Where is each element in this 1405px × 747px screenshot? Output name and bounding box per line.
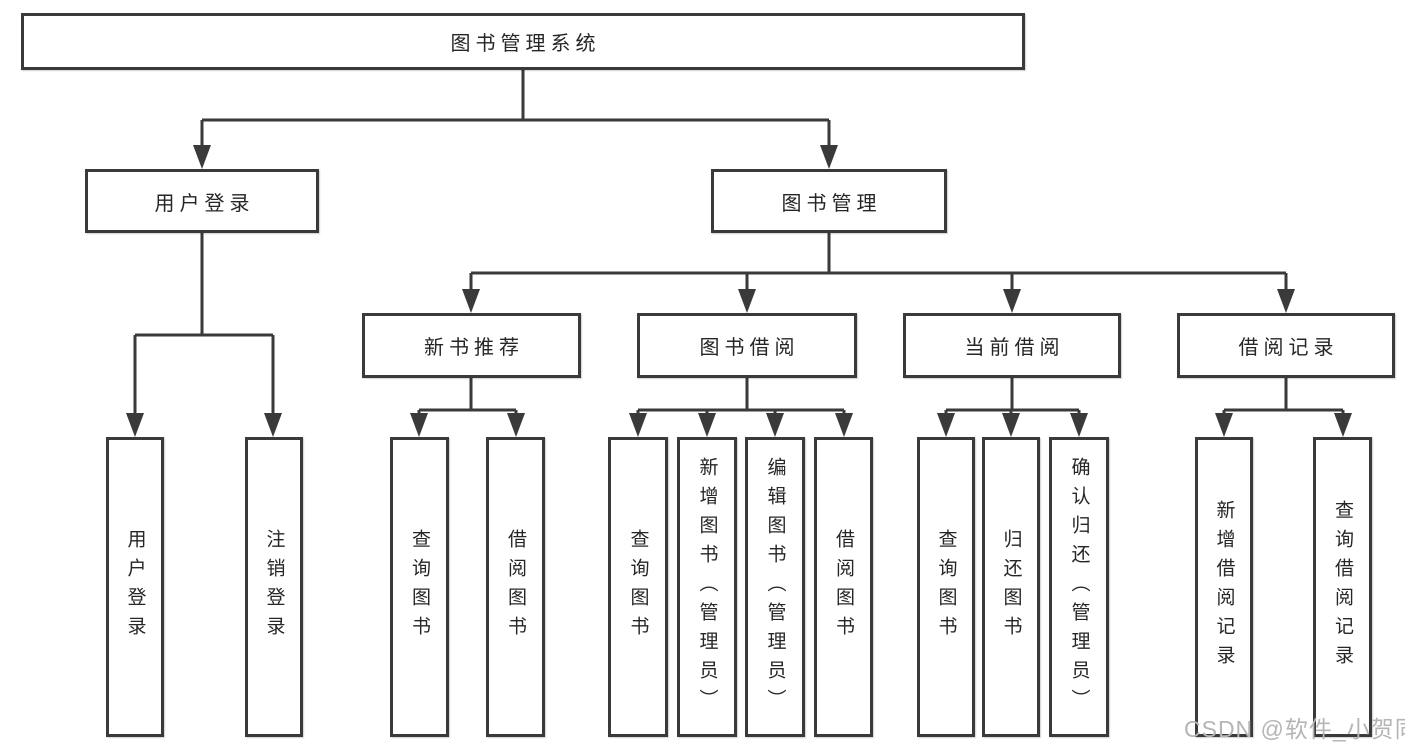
node-current-borrow-label: 当前借阅 (964, 337, 1065, 359)
node-root-label: 图书管理系统 (450, 33, 601, 55)
node-new-book-recommend: 新书推荐 (362, 313, 581, 378)
leaf-add-book-admin: 新增图书（管理员） (677, 437, 737, 737)
node-book-borrow: 图书借阅 (637, 313, 857, 378)
leaf-borrow-borrow-books: 借阅图书 (814, 437, 873, 737)
leaf-query-borrow-record-label: 查询借阅记录 (1332, 500, 1353, 674)
leaf-edit-book-admin: 编辑图书（管理员） (745, 437, 805, 737)
leaf-current-query-books: 查询图书 (917, 437, 975, 737)
node-borrow-record-label: 借阅记录 (1238, 337, 1339, 359)
leaf-newbook-query-books-label: 查询图书 (409, 529, 430, 645)
node-user-login-label: 用户登录 (154, 192, 255, 215)
leaf-query-borrow-record: 查询借阅记录 (1313, 437, 1372, 737)
connector-root-to-level2 (193, 70, 838, 169)
leaf-newbook-borrow-books: 借阅图书 (486, 437, 545, 737)
node-root: 图书管理系统 (21, 13, 1025, 70)
leaf-logout-label: 注销登录 (263, 529, 285, 645)
connector-new-book-to-leaves (410, 377, 525, 437)
node-current-borrow: 当前借阅 (903, 313, 1121, 378)
leaf-return-books: 归还图书 (982, 437, 1040, 737)
node-borrow-record: 借阅记录 (1177, 313, 1395, 378)
leaf-logout: 注销登录 (245, 437, 303, 737)
leaf-add-borrow-record-label: 新增借阅记录 (1213, 500, 1235, 674)
connector-borrow-record-to-leaves (1215, 377, 1352, 437)
connector-current-borrow-to-leaves (937, 377, 1088, 437)
leaf-current-query-books-label: 查询图书 (935, 529, 957, 645)
leaf-user-login-action: 用户登录 (106, 437, 164, 737)
leaf-borrow-borrow-books-label: 借阅图书 (833, 529, 854, 645)
leaf-borrow-query-books-label: 查询图书 (627, 529, 649, 645)
leaf-borrow-query-books: 查询图书 (608, 437, 668, 737)
leaf-user-login-action-label: 用户登录 (124, 529, 146, 645)
node-book-borrow-label: 图书借阅 (699, 337, 800, 359)
leaf-add-book-admin-label: 新增图书（管理员） (696, 456, 718, 718)
node-book-management: 图书管理 (711, 169, 947, 233)
leaf-newbook-borrow-books-label: 借阅图书 (505, 529, 526, 645)
connector-book-borrow-to-leaves (629, 377, 853, 437)
leaf-newbook-query-books: 查询图书 (390, 437, 449, 737)
connector-book-management-to-level3 (462, 233, 1295, 313)
leaf-confirm-return-admin-label: 确认归还（管理员） (1068, 456, 1090, 718)
node-new-book-recommend-label: 新书推荐 (424, 337, 524, 359)
connector-user-login-to-leaves (126, 233, 282, 437)
node-user-login: 用户登录 (85, 169, 319, 233)
leaf-confirm-return-admin: 确认归还（管理员） (1049, 437, 1109, 737)
watermark-text: CSDN @软件_小贺同学 (1184, 716, 1405, 742)
node-book-management-label: 图书管理 (781, 192, 882, 215)
leaf-edit-book-admin-label: 编辑图书（管理员） (764, 456, 786, 718)
leaf-return-books-label: 归还图书 (1000, 529, 1022, 645)
leaf-add-borrow-record: 新增借阅记录 (1195, 437, 1253, 737)
